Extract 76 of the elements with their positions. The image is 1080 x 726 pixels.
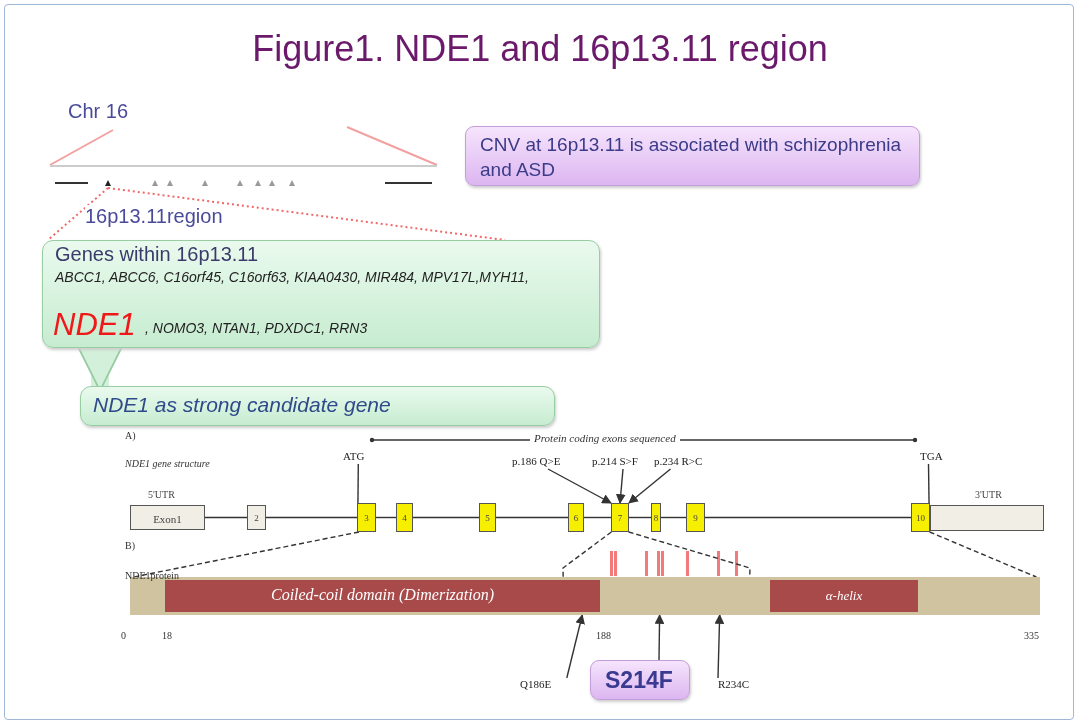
pointer-arrow <box>566 614 585 679</box>
mutation-callout <box>590 660 690 700</box>
mutation-label: p.186 Q>E <box>512 455 561 467</box>
mutation-label: S214F <box>605 667 673 694</box>
gene-list: , NOMO3, NTAN1, PDXDC1, RRN3 <box>145 320 368 336</box>
pointer-arrow <box>654 614 665 661</box>
exon-box <box>568 503 584 532</box>
exon-label: 3 <box>363 512 370 523</box>
intron-line <box>495 516 569 519</box>
exon-box <box>686 503 705 532</box>
highlighted-gene-name: NDE1 <box>53 307 136 343</box>
position-number: 188 <box>596 630 611 641</box>
exon-label: 9 <box>692 512 699 523</box>
exon-box <box>479 503 496 532</box>
codon-label: TGA <box>920 450 943 462</box>
position-number: 18 <box>162 630 172 641</box>
info-callout <box>465 126 920 186</box>
intron-line <box>704 516 912 519</box>
intron-line <box>660 516 687 519</box>
mutation-label: p.214 S>F <box>592 455 638 467</box>
intron-line <box>628 516 652 519</box>
exon-box <box>247 505 266 530</box>
position-number: 335 <box>1024 630 1039 641</box>
figure-title: Figure1. NDE1 and 16p13.11 region <box>251 28 829 70</box>
domain-label: α-helix <box>824 588 864 604</box>
utr-label: 5'UTR <box>148 489 175 500</box>
arrow <box>628 468 672 504</box>
callout-text: CNV at 16p13.11 is associated with schizophrenia and ASD <box>480 133 903 182</box>
exon-label: Exon1 <box>152 512 183 525</box>
arrow <box>547 468 612 504</box>
exon-label: 2 <box>253 512 260 523</box>
leader-line <box>927 463 930 504</box>
exon-label: 4 <box>401 512 408 523</box>
exon-box <box>651 503 661 532</box>
mutation-label: p.234 R>C <box>654 455 703 467</box>
zoom-line <box>928 531 1038 578</box>
pointer-arrow <box>714 614 725 679</box>
gene-list: ABCC1, ABCC6, C16orf45, C16orf63, KIAA0430, MIR484, MPV17L,MYH11, <box>55 267 575 288</box>
codon-label: ATG <box>343 450 365 462</box>
region-label: 16p13.11region <box>85 205 223 228</box>
leader-line <box>357 463 359 504</box>
exon-box <box>357 503 376 532</box>
range-label: Protein coding exons sequenced <box>530 432 680 444</box>
exon-box <box>396 503 413 532</box>
exon-label: 10 <box>915 512 926 523</box>
exon-label: 6 <box>572 512 580 523</box>
panel-caption: NDE1 gene structure <box>125 458 210 469</box>
exon-box <box>611 503 629 532</box>
utr-label: 3'UTR <box>975 489 1002 500</box>
exon-box <box>911 503 930 532</box>
intron-line <box>204 516 248 519</box>
panel-label: B) <box>125 540 135 551</box>
exon-box <box>130 505 205 530</box>
exon-label: 7 <box>616 512 624 523</box>
intron-line <box>412 516 480 519</box>
intron-line <box>583 516 612 519</box>
domain-label: Coiled-coil domain (Dimerization) <box>269 586 496 604</box>
utr-box <box>930 505 1044 531</box>
arrow <box>615 468 626 504</box>
gene-list-box <box>42 240 600 348</box>
intron-line <box>265 516 358 519</box>
zoom-line <box>562 531 613 578</box>
position-number: 0 <box>121 630 126 641</box>
exon-label: 8 <box>652 512 660 523</box>
exon-label: 5 <box>484 512 491 523</box>
box-heading: Genes within 16p13.11 <box>55 243 259 266</box>
panel-caption: NDE1protein <box>125 570 179 581</box>
protein-domain <box>770 580 918 612</box>
mutation-label: Q186E <box>520 678 552 690</box>
conclusion-box <box>80 386 555 426</box>
intron-line <box>375 516 397 519</box>
conclusion-text: NDE1 as strong candidate gene <box>93 393 391 417</box>
mutation-label: R234C <box>718 678 750 690</box>
chromosome-label: Chr 16 <box>68 100 129 123</box>
zoom-line <box>132 531 360 578</box>
protein-domain <box>165 580 600 612</box>
